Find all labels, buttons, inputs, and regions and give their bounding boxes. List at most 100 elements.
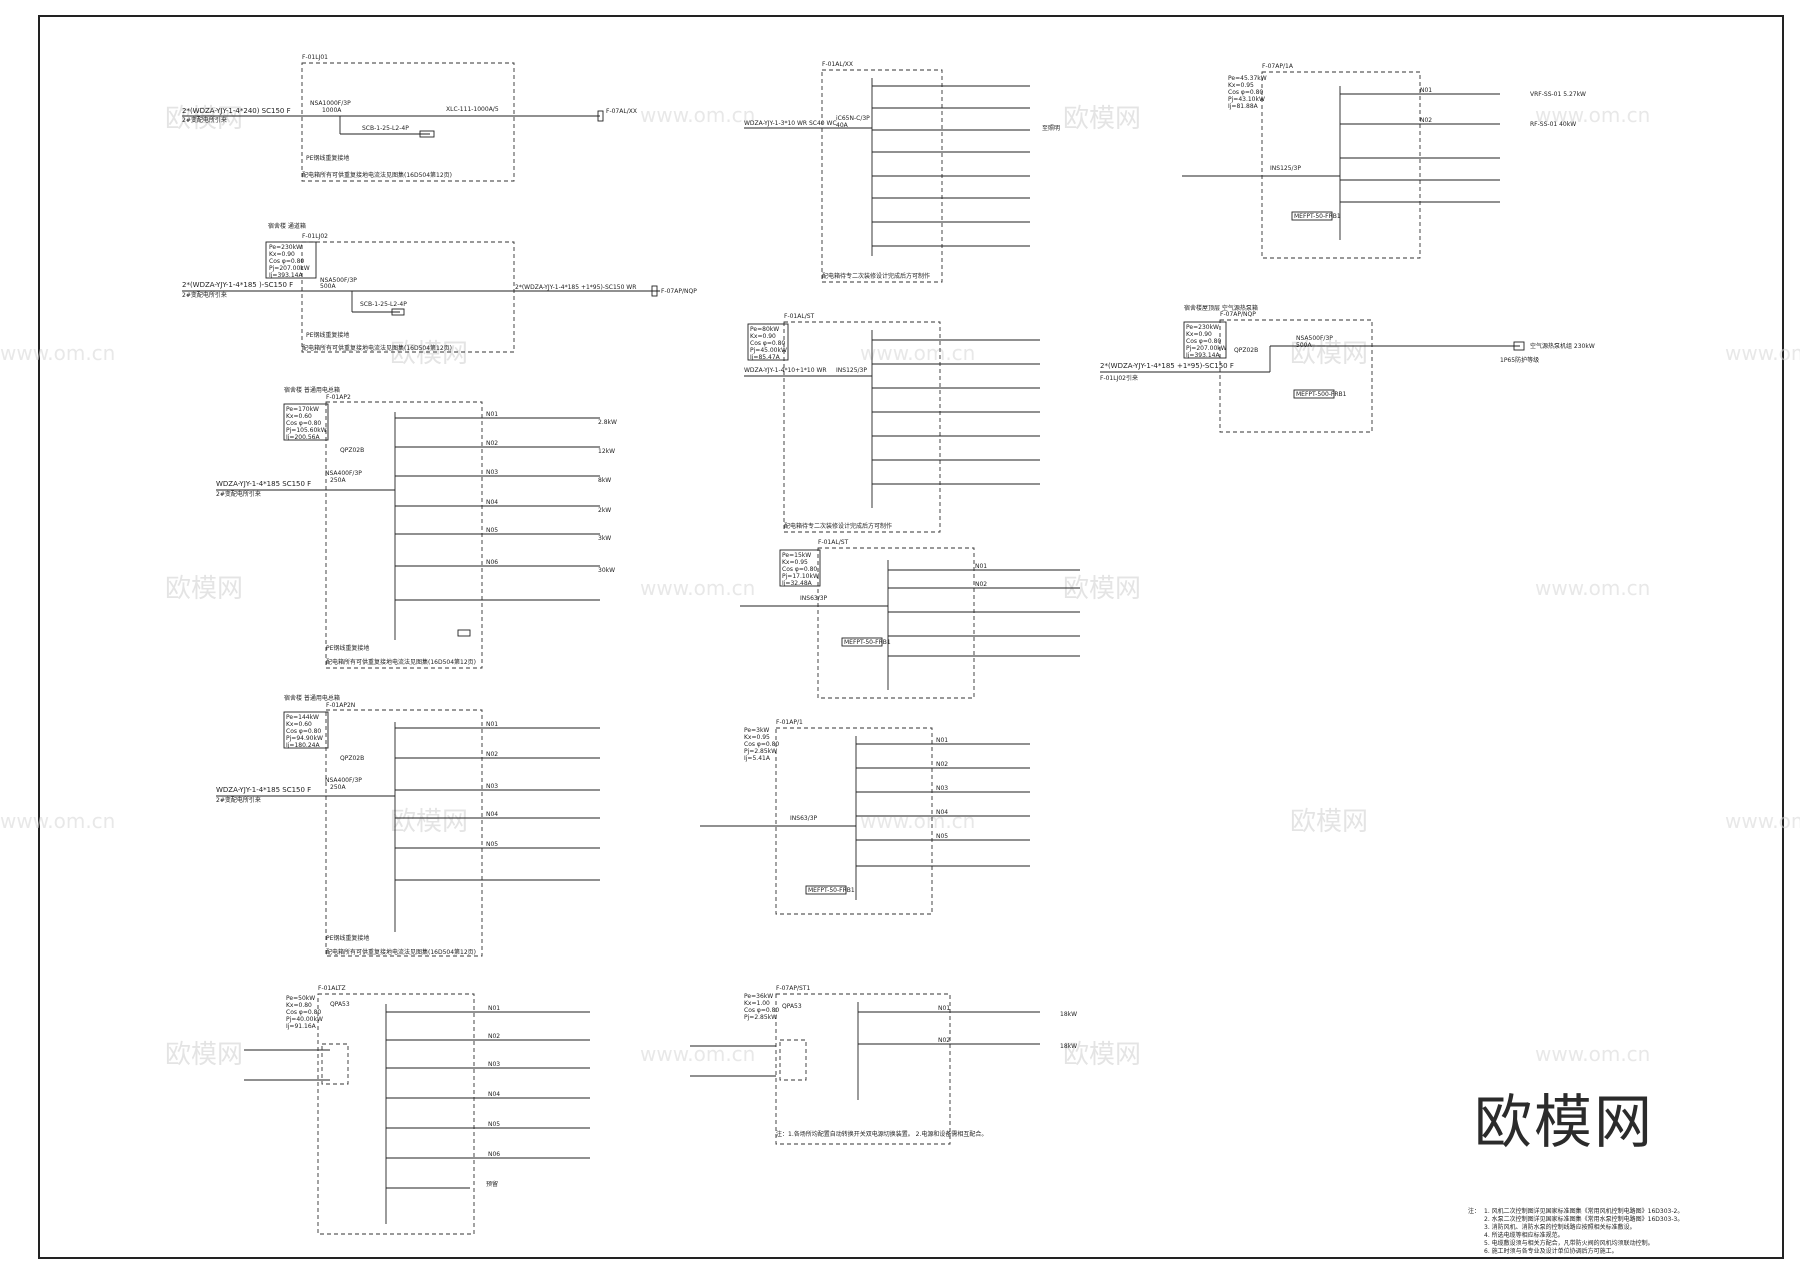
svg-text:Pj=207.00kW: Pj=207.00kW (1186, 345, 1227, 352)
svg-text:XLC-111-1000A/5: XLC-111-1000A/5 (446, 106, 499, 113)
svg-text:Pe=170kW: Pe=170kW (286, 406, 319, 413)
svg-text:MEFPT-50-FRB1: MEFPT-50-FRB1 (844, 639, 891, 646)
svg-text:6. 施工时须与各专业及设计单位协调后方可施工。: 6. 施工时须与各专业及设计单位协调后方可施工。 (1484, 1247, 1618, 1255)
svg-text:N01: N01 (486, 721, 498, 728)
svg-text:Kx=0.90: Kx=0.90 (750, 333, 776, 340)
svg-text:Kx=0.90: Kx=0.90 (269, 251, 295, 258)
svg-text:Pj=40.00kW: Pj=40.00kW (286, 1016, 323, 1023)
svg-text:Pe=50kW: Pe=50kW (286, 995, 315, 1002)
svg-text:Cos φ=0.80: Cos φ=0.80 (782, 566, 817, 573)
svg-text:配电箱所有可供重复接地电流法见图集(16D504第12页): 配电箱所有可供重复接地电流法见图集(16D504第12页) (302, 344, 452, 352)
panel-f07apst1: F-07AP/ST1 Pe=36kW Kx=1.00 Cos φ=0.80 Pj… (690, 985, 1077, 1145)
svg-text:NSA500F/3P: NSA500F/3P (1296, 335, 1333, 342)
panel-f01ap2n: 宿舍楼 普通用电总箱 Pe=144kW Kx=0.60 Cos φ=0.80 P… (216, 694, 600, 957)
svg-text:空气源热泵机组 230kW: 空气源热泵机组 230kW (1530, 342, 1595, 350)
svg-text:Pj=2.85kW: Pj=2.85kW (744, 1014, 777, 1021)
svg-text:N03: N03 (486, 783, 498, 790)
svg-text:NSA500F/3P: NSA500F/3P (320, 277, 357, 284)
drawing-frame (38, 15, 1784, 1259)
svg-text:预留: 预留 (486, 1180, 498, 1188)
panel-f01lj01: F-01LJ01 2*(WDZA-YJY-1-4*240) SC150 F 2#… (182, 54, 637, 182)
svg-text:1P65防护等级: 1P65防护等级 (1500, 356, 1539, 364)
svg-text:RF-SS-01 40kW: RF-SS-01 40kW (1530, 121, 1576, 128)
circuits-p11: N01 N02 VRF-SS-01 5.27kW RF-SS-01 40kW (1340, 87, 1586, 203)
svg-text:Kx=0.60: Kx=0.60 (286, 413, 312, 420)
svg-text:2kW: 2kW (598, 507, 611, 514)
svg-text:INS63/3P: INS63/3P (800, 595, 828, 602)
svg-text:Kx=0.95: Kx=0.95 (1228, 82, 1254, 89)
svg-text:PE钢线重复接地: PE钢线重复接地 (326, 644, 369, 652)
svg-text:N05: N05 (488, 1121, 500, 1128)
svg-text:配电箱待专二次装修设计完成后方可制作: 配电箱待专二次装修设计完成后方可制作 (784, 522, 892, 530)
svg-text:NSA1000F/3P: NSA1000F/3P (310, 100, 351, 107)
svg-text:30kW: 30kW (598, 567, 615, 574)
svg-text:MEFPT-500-FRB1: MEFPT-500-FRB1 (1296, 391, 1347, 398)
svg-text:SCB-1-25-L2-4P: SCB-1-25-L2-4P (362, 125, 409, 132)
svg-text:N05: N05 (486, 527, 498, 534)
svg-text:VRF-SS-01 5.27kW: VRF-SS-01 5.27kW (1530, 91, 1586, 98)
svg-text:QPA53: QPA53 (330, 1001, 350, 1008)
svg-text:500A: 500A (1296, 342, 1312, 349)
svg-text:F-01AL/XX: F-01AL/XX (822, 61, 853, 68)
watermarks: 欧模网 www.om.cn 欧模网 www.om.cn www.om.cn 欧模… (0, 103, 1800, 1070)
svg-text:Cos φ=0.80: Cos φ=0.80 (269, 258, 304, 265)
svg-text:宿舍楼 通道箱: 宿舍楼 通道箱 (268, 222, 306, 230)
svg-text:N04: N04 (486, 811, 498, 818)
svg-text:N02: N02 (486, 440, 498, 447)
svg-text:配电箱所有可供重复接地电流法见图集(16D504第12页): 配电箱所有可供重复接地电流法见图集(16D504第12页) (302, 171, 452, 179)
svg-text:N02: N02 (486, 751, 498, 758)
svg-text:4. 所选电缆等相应标准规范。: 4. 所选电缆等相应标准规范。 (1484, 1231, 1564, 1239)
watermark-url: www.om.cn (1535, 1042, 1650, 1066)
svg-text:Kx=0.90: Kx=0.90 (1186, 331, 1212, 338)
watermark-url: www.om.cn (1535, 103, 1650, 127)
svg-text:F-07AP/NQP: F-07AP/NQP (661, 288, 697, 295)
svg-text:N02: N02 (938, 1037, 950, 1044)
svg-text:Ij=91.16A: Ij=91.16A (286, 1023, 317, 1030)
svg-text:宿舍楼屋顶层 空气源热泵箱: 宿舍楼屋顶层 空气源热泵箱 (1184, 304, 1258, 312)
svg-text:3kW: 3kW (598, 535, 611, 542)
svg-text:PE钢线重复接地: PE钢线重复接地 (326, 934, 369, 942)
watermark-logo: 欧模网 (1063, 574, 1141, 604)
svg-text:QPZ02B: QPZ02B (340, 447, 364, 454)
svg-text:Cos φ=0.80: Cos φ=0.80 (286, 420, 321, 427)
svg-text:配电箱所有可供重复接地电流法见图集(16D504第12页): 配电箱所有可供重复接地电流法见图集(16D504第12页) (326, 948, 476, 956)
svg-text:Kx=0.80: Kx=0.80 (286, 1002, 312, 1009)
svg-text:500A: 500A (320, 283, 336, 290)
panel-f01lj02: F-01LJ02 宿舍楼 通道箱 Pe=230kW Kx=0.90 Cos φ=… (182, 222, 697, 353)
watermark-url: www.om.cn (1725, 809, 1800, 833)
svg-text:Pj=207.00kW: Pj=207.00kW (269, 265, 310, 272)
svg-text:PE钢线重复接地: PE钢线重复接地 (306, 331, 349, 339)
svg-text:N03: N03 (488, 1061, 500, 1068)
svg-text:N01: N01 (936, 737, 948, 744)
svg-text:N05: N05 (486, 841, 498, 848)
svg-text:1. 风机二次控制图详见国家标准图集《常用风机控制电路图》1: 1. 风机二次控制图详见国家标准图集《常用风机控制电路图》16D303-2。 (1484, 1207, 1683, 1215)
svg-text:N04: N04 (488, 1091, 500, 1098)
svg-text:Pj=43.10kW: Pj=43.10kW (1228, 96, 1265, 103)
svg-text:1000A: 1000A (322, 107, 342, 114)
svg-text:Ij=180.24A: Ij=180.24A (286, 742, 320, 749)
panel-f01alst-2: F-01AL/ST Pe=15kW Kx=0.95 Cos φ=0.80 Pj=… (740, 539, 1080, 699)
svg-text:F-01AP2: F-01AP2 (326, 394, 351, 401)
svg-text:注：: 注： (1468, 1207, 1480, 1215)
svg-text:3. 消防风机、消防水泵的控制线路应按照相关标准敷设。: 3. 消防风机、消防水泵的控制线路应按照相关标准敷设。 (1484, 1223, 1636, 1231)
svg-text:N02: N02 (488, 1033, 500, 1040)
panel-f01alxx: F-01AL/XX WDZA-YJY-1-3*10 WR SC40 WC iC6… (744, 61, 1060, 283)
svg-text:Cos φ=0.80: Cos φ=0.80 (286, 728, 321, 735)
svg-text:NSA400F/3P: NSA400F/3P (325, 470, 362, 477)
watermark-logo: 欧模网 (1290, 339, 1368, 369)
panel-f01ap1: F-01AP/1 Pe=3kW Kx=0.95 Cos φ=0.80 Pj=2.… (700, 719, 1030, 915)
svg-text:Kx=0.60: Kx=0.60 (286, 721, 312, 728)
svg-text:N03: N03 (486, 469, 498, 476)
svg-text:2#变配电所引来: 2#变配电所引来 (216, 796, 261, 804)
svg-text:N01: N01 (1420, 87, 1432, 94)
watermark-url: www.om.cn (640, 103, 755, 127)
circuits-p8: N01 N02 (888, 563, 1080, 657)
svg-text:Ij=85.47A: Ij=85.47A (750, 354, 781, 361)
circuits-p9: N01 N02 N03 N04 N05 (856, 737, 1030, 867)
circuits-p5: N01 N02 N03 N04 N05 N06 预留 (386, 1005, 590, 1189)
svg-text:N03: N03 (936, 785, 948, 792)
svg-text:5. 电缆敷设须与相关方配合，凡带防火阀的风机均须联动控制。: 5. 电缆敷设须与相关方配合，凡带防火阀的风机均须联动控制。 (1484, 1239, 1654, 1247)
svg-text:N04: N04 (486, 499, 498, 506)
svg-text:SCB-1-25-L2-4P: SCB-1-25-L2-4P (360, 301, 407, 308)
watermark-logo: 欧模网 (390, 807, 468, 837)
